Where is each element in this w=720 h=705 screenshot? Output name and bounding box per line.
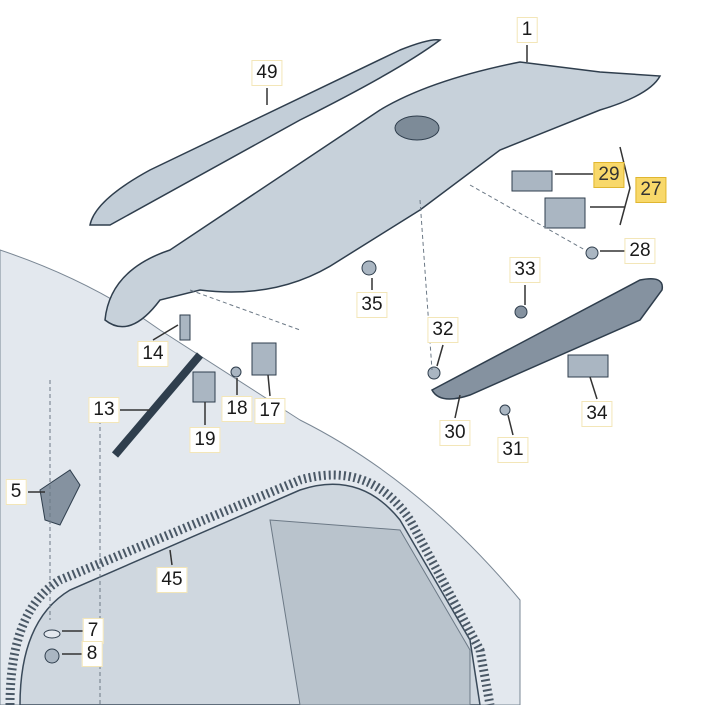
- callout-31[interactable]: 31: [497, 437, 529, 463]
- part-35: [361, 260, 377, 276]
- callout-32[interactable]: 32: [427, 317, 459, 343]
- callout-49[interactable]: 49: [251, 60, 283, 86]
- callout-19[interactable]: 19: [189, 427, 221, 453]
- part-27-lock: [544, 197, 586, 229]
- callout-35[interactable]: 35: [356, 292, 388, 318]
- part-17: [251, 342, 277, 376]
- callout-33[interactable]: 33: [509, 257, 541, 283]
- seal-strip: [5, 470, 495, 705]
- part-34: [567, 354, 609, 378]
- part-31: [499, 404, 511, 416]
- part-14: [179, 314, 191, 341]
- trunk-interior: [269, 519, 471, 705]
- part-29: [511, 170, 553, 192]
- callout-28[interactable]: 28: [624, 238, 656, 264]
- part-28-screw: [585, 246, 599, 260]
- nut-part-8: [44, 648, 60, 664]
- part-18: [230, 366, 242, 378]
- callout-29-highlighted[interactable]: 29: [593, 162, 625, 188]
- callout-34[interactable]: 34: [581, 401, 613, 427]
- callout-45[interactable]: 45: [156, 567, 188, 593]
- lid-emblem-hole: [394, 115, 440, 141]
- callout-13[interactable]: 13: [88, 397, 120, 423]
- callout-18[interactable]: 18: [221, 396, 253, 422]
- callout-5[interactable]: 5: [5, 479, 27, 505]
- callout-17[interactable]: 17: [254, 398, 286, 424]
- callout-8[interactable]: 8: [81, 641, 103, 667]
- hinge-part-5: [39, 469, 81, 526]
- washer-part-7: [43, 629, 61, 639]
- part-32: [427, 366, 441, 380]
- part-33: [514, 305, 528, 319]
- callout-14[interactable]: 14: [137, 341, 169, 367]
- callout-1[interactable]: 1: [516, 17, 538, 43]
- callout-27-highlighted[interactable]: 27: [635, 177, 667, 203]
- trim-part-30: [430, 278, 664, 400]
- part-19: [192, 371, 216, 403]
- callout-30[interactable]: 30: [439, 420, 471, 446]
- spoiler-part-49: [89, 38, 442, 226]
- strut-part-13: [111, 352, 204, 458]
- leader-lines: [28, 45, 631, 655]
- rear-lid-part-1: [104, 61, 662, 328]
